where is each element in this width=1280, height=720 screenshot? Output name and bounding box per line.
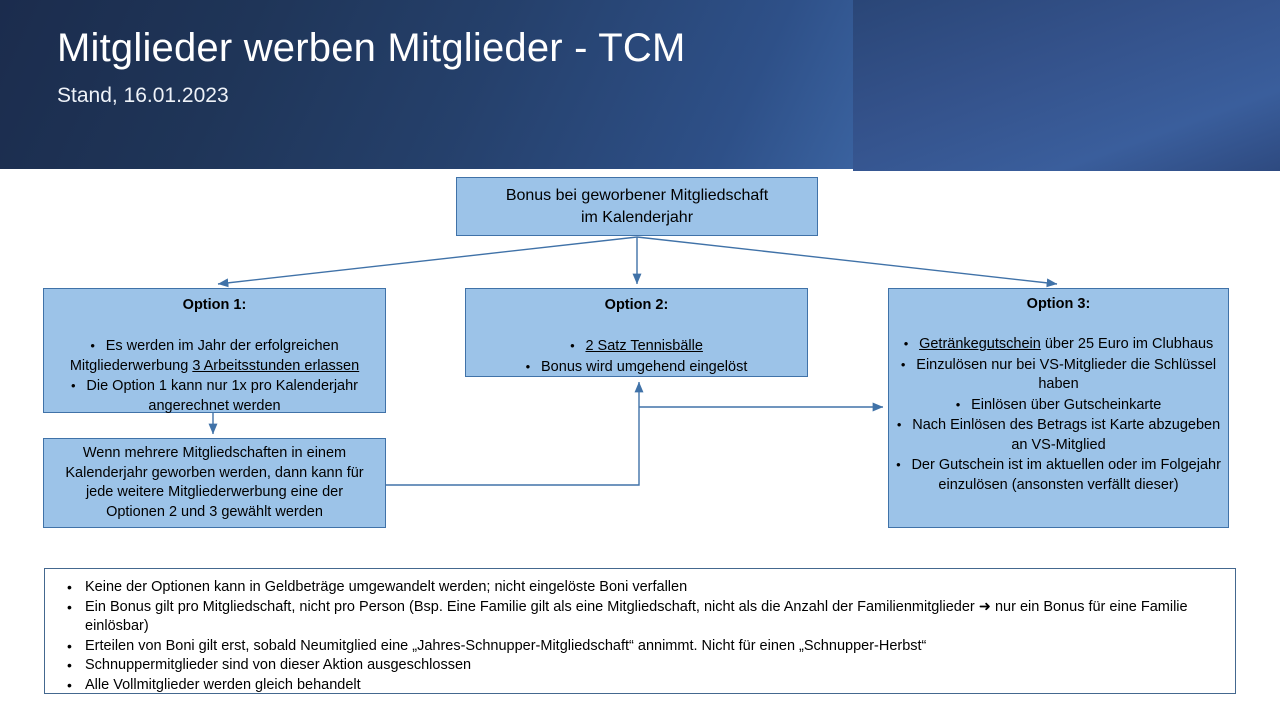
list-item: • Einlösen über Gutscheinkarte: [889, 395, 1228, 416]
bullet-dot-icon: •: [896, 457, 912, 472]
notes-box: Keine der Optionen kann in Geldbeträge u…: [44, 568, 1236, 695]
option-3-bullets: • Getränkegutschein über 25 Euro im Club…: [889, 334, 1228, 495]
connector-top-to-option1: [217, 236, 638, 288]
header-left-panel: [0, 0, 853, 169]
multi-line3: jede weitere Mitgliederwerbung eine der: [85, 484, 344, 500]
option-3-title: Option 3:: [1026, 296, 1091, 312]
list-item: • 2 Satz Tennisbälle: [466, 336, 807, 357]
node-option-1[interactable]: Option 1: • Es werden im Jahr der erfolg…: [43, 288, 386, 416]
bullet-text-underlined: Getränkegutschein: [919, 336, 1041, 352]
list-item: • Einzulösen nur bei VS-Mitglieder die S…: [889, 355, 1228, 395]
page-title: Mitglieder werben Mitglieder - TCM: [57, 26, 686, 70]
note-item: Schnuppermitglieder sind von dieser Akti…: [57, 656, 1223, 676]
node-option-3[interactable]: Option 3: • Getränkegutschein über 25 Eu…: [888, 288, 1229, 528]
bullet-dot-icon: •: [90, 338, 106, 353]
note-item: Ein Bonus gilt pro Mitgliedschaft, nicht…: [57, 598, 1223, 637]
bullet-dot-icon: •: [955, 396, 972, 412]
bullet-text: Die Option 1 kann nur 1x pro Kalenderjah…: [86, 378, 359, 414]
bullet-text: über 25 Euro im Clubhaus: [1040, 336, 1214, 352]
bullet-text: Nach Einlösen des Betrags ist Karte abzu…: [912, 417, 1221, 453]
slide-header: Mitglieder werben Mitglieder - TCM Stand…: [0, 0, 1280, 171]
connector-top-to-option3: [636, 236, 1058, 288]
page-subtitle: Stand, 16.01.2023: [57, 84, 229, 107]
option-1-bullets: • Es werden im Jahr der erfolgreichen Mi…: [44, 336, 385, 416]
note-item: Erteilen von Boni gilt erst, sobald Neum…: [57, 637, 1223, 657]
bullet-dot-icon: •: [570, 338, 586, 353]
multi-line2: Kalenderjahr geworben werden, dann kann …: [65, 464, 364, 481]
note-item: Keine der Optionen kann in Geldbeträge u…: [57, 578, 1223, 598]
bullet-dot-icon: •: [903, 336, 920, 351]
list-item: • Es werden im Jahr der erfolgreichen Mi…: [44, 336, 385, 376]
bullet-text: Einlösen über Gutscheinkarte: [971, 396, 1162, 413]
list-item: • Bonus wird umgehend eingelöst: [466, 357, 807, 378]
node-bonus-line1: Bonus bei geworbener Mitgliedschaft: [505, 186, 769, 204]
list-item: • Nach Einlösen des Betrags ist Karte ab…: [889, 415, 1228, 455]
node-option-2[interactable]: Option 2: • 2 Satz Tennisbälle• Bonus wi…: [465, 288, 808, 377]
bullet-text-underlined: 3 Arbeitsstunden erlassen: [192, 357, 360, 374]
bullet-dot-icon: •: [70, 378, 87, 393]
list-item: • Der Gutschein ist im aktuellen oder im…: [889, 455, 1228, 495]
list-item: • Getränkegutschein über 25 Euro im Club…: [889, 334, 1228, 355]
bullet-dot-icon: •: [900, 356, 917, 372]
bullet-dot-icon: •: [525, 358, 542, 374]
connector-multi-to-option2: [386, 381, 644, 486]
bullet-dot-icon: •: [896, 417, 913, 432]
bullet-text: Einzulösen nur bei VS-Mitglieder die Sch…: [916, 356, 1217, 393]
note-item: Alle Vollmitglieder werden gleich behand…: [57, 676, 1223, 696]
bullet-text-underlined: 2 Satz Tennisbälle: [585, 338, 703, 354]
option-2-bullets: • 2 Satz Tennisbälle• Bonus wird umgehen…: [466, 336, 807, 377]
list-item: • Die Option 1 kann nur 1x pro Kalenderj…: [44, 376, 385, 416]
option-1-title: Option 1:: [182, 297, 247, 313]
node-bonus-header[interactable]: Bonus bei geworbener Mitgliedschaft im K…: [456, 177, 818, 236]
bullet-text: Der Gutschein ist im aktuellen oder im F…: [911, 457, 1221, 493]
node-bonus-line2: im Kalenderjahr: [580, 208, 694, 226]
multi-line1: Wenn mehrere Mitgliedschaften in einem: [82, 445, 347, 461]
header-right-panel: [853, 0, 1280, 171]
node-multiple-memberships[interactable]: Wenn mehrere Mitgliedschaften in einem K…: [43, 438, 386, 528]
bullet-text: Es werden im Jahr der erfolgreichen Mitg…: [69, 338, 339, 374]
multi-line4: Optionen 2 und 3 gewählt werden: [106, 503, 323, 520]
option-2-title: Option 2:: [604, 297, 669, 313]
bullet-text: Bonus wird umgehend eingelöst: [541, 358, 748, 375]
notes-list: Keine der Optionen kann in Geldbeträge u…: [57, 578, 1223, 695]
